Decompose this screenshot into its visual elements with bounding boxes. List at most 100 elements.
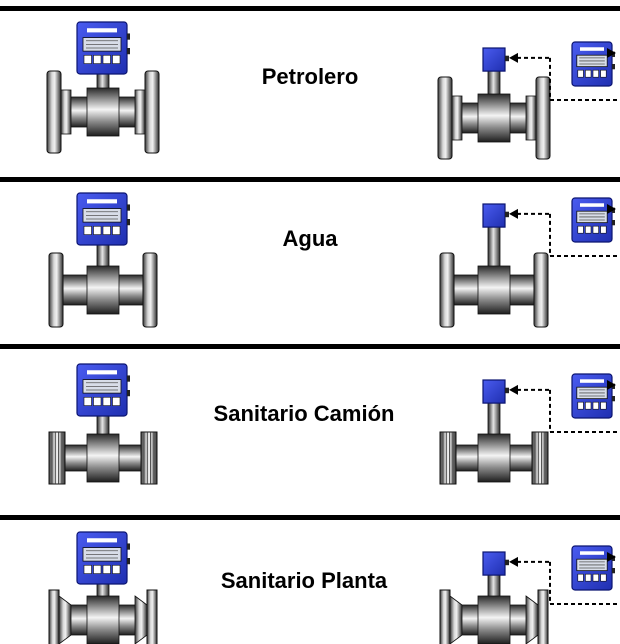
arrow-head bbox=[509, 384, 518, 395]
keypad-button bbox=[585, 225, 592, 234]
threaded-end bbox=[48, 431, 66, 485]
clamp-ferrule bbox=[146, 589, 158, 644]
keypad-button bbox=[102, 225, 111, 235]
sensor-junction-box bbox=[482, 47, 506, 72]
cable-gland bbox=[505, 387, 509, 394]
sensor-body bbox=[86, 87, 120, 137]
section-label-sanitario-planta: Sanitario Planta bbox=[220, 568, 388, 593]
arrow-head bbox=[607, 380, 616, 390]
meter-section-tri-clamp bbox=[48, 531, 620, 644]
keypad-button bbox=[577, 573, 584, 582]
transmitter-name-plate bbox=[580, 379, 604, 383]
cable-gland bbox=[127, 390, 130, 397]
keypad-button bbox=[102, 564, 111, 574]
keypad-button bbox=[585, 573, 592, 582]
pipe-flange bbox=[535, 76, 551, 160]
sensor-body bbox=[477, 433, 511, 483]
sensor-body bbox=[86, 265, 120, 315]
transmitter-name-plate bbox=[87, 28, 117, 33]
keypad-button bbox=[592, 401, 599, 410]
threaded-end bbox=[439, 431, 457, 485]
section-divider bbox=[0, 6, 620, 11]
clamp-ferrule bbox=[537, 589, 549, 644]
pipe-flange bbox=[533, 252, 549, 328]
sensor-body bbox=[86, 433, 120, 483]
keypad-button bbox=[112, 54, 121, 64]
section-label-sanitario-camion: Sanitario Camión bbox=[213, 401, 395, 426]
arrow-head bbox=[509, 556, 518, 567]
arrow-head bbox=[607, 552, 616, 562]
meter-section-flanged-tall bbox=[46, 21, 620, 160]
keypad-button bbox=[93, 396, 102, 406]
keypad-button bbox=[112, 564, 121, 574]
sensor-junction-box bbox=[482, 379, 506, 404]
transmitter-name-plate bbox=[87, 199, 117, 204]
sensor-junction-box bbox=[482, 551, 506, 576]
keypad-button bbox=[577, 401, 584, 410]
cable-gland bbox=[127, 219, 130, 226]
sensor-body bbox=[477, 595, 511, 644]
cable-gland bbox=[127, 33, 130, 40]
threaded-end bbox=[531, 431, 549, 485]
keypad-button bbox=[600, 225, 607, 234]
keypad-button bbox=[600, 401, 607, 410]
cable-gland bbox=[505, 559, 509, 566]
keypad-button bbox=[93, 54, 102, 64]
pipe-flange bbox=[48, 252, 64, 328]
arrow-head bbox=[607, 204, 616, 214]
keypad-button bbox=[600, 69, 607, 78]
arrow-head bbox=[509, 208, 518, 219]
keypad-button bbox=[585, 69, 592, 78]
sensor-junction-box bbox=[482, 203, 506, 228]
cable-gland bbox=[127, 48, 130, 55]
keypad-button bbox=[112, 396, 121, 406]
clamp-taper bbox=[58, 595, 72, 644]
section-label-petrolero: Petrolero bbox=[261, 64, 359, 89]
keypad-button bbox=[83, 54, 92, 64]
clamp-taper bbox=[525, 595, 539, 644]
cable-gland bbox=[505, 211, 509, 218]
keypad-button bbox=[93, 225, 102, 235]
sensor-body bbox=[477, 265, 511, 315]
keypad-button bbox=[102, 396, 111, 406]
cable-gland bbox=[612, 568, 615, 574]
cable-gland bbox=[127, 543, 130, 550]
pipe-flange bbox=[144, 70, 160, 154]
cable-gland bbox=[505, 55, 509, 62]
clamp-taper bbox=[134, 595, 148, 644]
meter-stem bbox=[487, 225, 501, 273]
cable-gland bbox=[127, 375, 130, 382]
keypad-button bbox=[592, 225, 599, 234]
threaded-end bbox=[140, 431, 158, 485]
keypad-button bbox=[112, 225, 121, 235]
transmitter-name-plate bbox=[580, 551, 604, 555]
transmitter-name-plate bbox=[87, 538, 117, 543]
cable-gland bbox=[127, 204, 130, 211]
meter-section-flanged bbox=[48, 192, 620, 328]
transmitter-name-plate bbox=[580, 203, 604, 207]
sensor-body bbox=[477, 93, 511, 143]
section-divider bbox=[0, 177, 620, 182]
cable-gland bbox=[612, 220, 615, 226]
clamp-ferrule bbox=[439, 589, 451, 644]
keypad-button bbox=[592, 69, 599, 78]
flange-hub bbox=[525, 95, 537, 141]
transmitter-name-plate bbox=[87, 370, 117, 375]
keypad-button bbox=[585, 401, 592, 410]
keypad-button bbox=[83, 225, 92, 235]
keypad-button bbox=[93, 564, 102, 574]
flange-hub bbox=[60, 89, 72, 135]
pipe-flange bbox=[439, 252, 455, 328]
arrow-head bbox=[509, 52, 518, 63]
transmitter-name-plate bbox=[580, 47, 604, 51]
keypad-button bbox=[577, 225, 584, 234]
cable-gland bbox=[612, 64, 615, 70]
keypad-button bbox=[83, 396, 92, 406]
meter-section-threaded bbox=[48, 363, 620, 485]
keypad-button bbox=[83, 564, 92, 574]
section-divider bbox=[0, 515, 620, 520]
cable-gland bbox=[612, 396, 615, 402]
pipe-flange bbox=[437, 76, 453, 160]
clamp-taper bbox=[449, 595, 463, 644]
